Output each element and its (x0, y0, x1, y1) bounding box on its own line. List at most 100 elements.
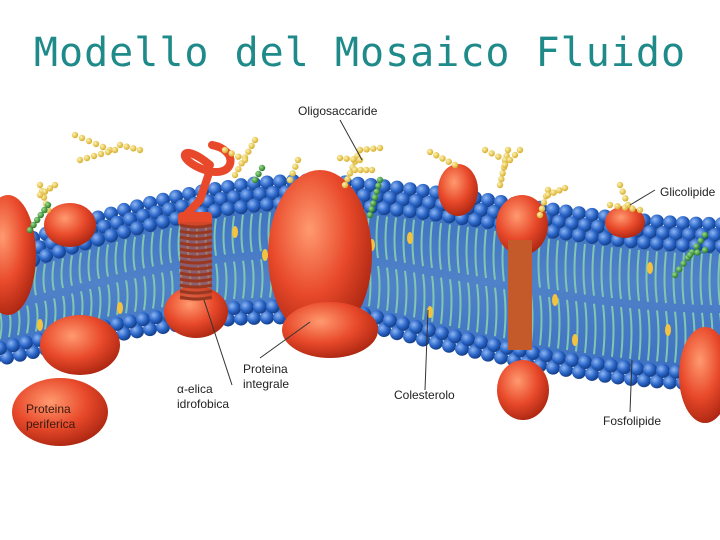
integral-protein-lower (282, 302, 378, 358)
sugar-unit (344, 175, 351, 183)
phospholipid-head (416, 183, 430, 198)
sugar-unit (116, 141, 124, 149)
lipid-tail (422, 274, 426, 320)
label-phospholipid: Fosfolipide (603, 414, 661, 428)
cholesterol-molecule (232, 226, 238, 238)
glycolipid-sugar (41, 206, 48, 214)
sugar-unit (221, 146, 229, 154)
lipid-tail (26, 305, 30, 334)
glycolipid-sugar (30, 221, 37, 229)
sugar-unit (36, 181, 44, 189)
lipid-tail (78, 252, 82, 284)
phospholipid-head (663, 215, 677, 230)
phospholipid-head (656, 225, 670, 240)
lipid-tail (555, 240, 559, 291)
phospholipid-head (240, 300, 254, 315)
phospholipid-head (260, 310, 274, 325)
sugar-unit (336, 154, 344, 162)
phospholipid-head (396, 316, 410, 331)
lipid-tail (242, 260, 246, 299)
glycolipid-sugar (37, 211, 44, 219)
integral-protein (268, 170, 372, 340)
phospholipid-head (260, 175, 274, 190)
sugar-unit (41, 188, 49, 195)
phospholipid-head (403, 182, 417, 197)
lipid-tail (557, 298, 561, 349)
lipid-tail (564, 241, 568, 292)
sugar-unit (289, 170, 296, 177)
lipid-tail (476, 284, 480, 333)
glycolipid-sugar (686, 251, 694, 259)
protein-left-lower (40, 315, 120, 375)
glycolipid-sugar (34, 216, 41, 224)
label-alpha-helix-2: idrofobica (177, 397, 229, 411)
sugar-unit (76, 156, 84, 164)
protein-right-edge (679, 327, 720, 423)
phospholipid-head (253, 187, 267, 202)
phospholipid-head (572, 228, 586, 243)
phospholipid-head (234, 178, 248, 193)
phospholipid-head (676, 216, 690, 231)
lipid-tail (636, 249, 640, 302)
lipid-tail (0, 312, 3, 340)
phospholipid-head (546, 224, 560, 239)
glycolipid-sugar (697, 237, 704, 244)
label-integral-protein-2: integrale (243, 377, 289, 391)
lipid-tail (395, 269, 399, 314)
phospholipid-heads (0, 173, 720, 391)
lipid-tail (539, 295, 543, 346)
sugar-unit (245, 148, 252, 155)
phospholipid-head (715, 217, 720, 231)
phospholipid-head (669, 226, 683, 241)
lipid-tail (656, 310, 660, 362)
lipid-tail (69, 255, 73, 286)
phospholipid-head (117, 326, 131, 341)
phospholipid-head (403, 204, 417, 219)
phospholipid-head (689, 216, 703, 231)
sugar-unit (248, 142, 255, 150)
sugar-unit (351, 166, 359, 174)
sugar-unit (46, 185, 54, 192)
lipid-tail (663, 252, 667, 304)
lipid-tail (546, 238, 550, 290)
cholesterol-molecule (37, 319, 43, 331)
phospholipid-head (409, 319, 423, 334)
transmembrane-protein-channel (508, 240, 532, 350)
lipid-tail (609, 247, 613, 299)
sugar-unit (97, 150, 105, 158)
cholesterol-molecule (572, 334, 578, 346)
phospholipid-head (643, 224, 657, 239)
sugar-unit (286, 176, 294, 184)
glycolipid-sugar (366, 211, 374, 219)
phospholipid-head (253, 299, 267, 314)
phospholipid-head (565, 352, 579, 367)
sugar-unit (496, 181, 504, 189)
sugar-unit (504, 146, 512, 154)
sugar-unit (356, 146, 364, 154)
phospholipid-head (117, 224, 131, 239)
lipid-tail (494, 287, 498, 337)
phospholipid-head (585, 229, 599, 244)
phospholipid-head (422, 323, 436, 338)
phospholipid-head (715, 239, 720, 253)
sugar-unit (111, 146, 119, 154)
sugar-unit (51, 181, 59, 189)
leader-lines (203, 119, 656, 413)
lipid-tail (627, 249, 631, 301)
sugar-unit (36, 191, 44, 199)
lipid-tail (386, 267, 390, 311)
phospholipid-head (598, 368, 612, 383)
phospholipid-head (221, 179, 235, 194)
glycolipid-sugar (693, 243, 700, 250)
sugar-unit (433, 152, 440, 159)
lipid-tail (224, 262, 228, 300)
lipid-tail (429, 221, 433, 269)
sugar-unit (481, 146, 489, 154)
sugar-unit (501, 156, 509, 164)
phospholipid-head (364, 177, 378, 192)
lipid-tail (98, 286, 102, 319)
phospholipid-head (52, 244, 66, 259)
phospholipid-head (559, 226, 573, 241)
lipid-tail (654, 251, 658, 303)
